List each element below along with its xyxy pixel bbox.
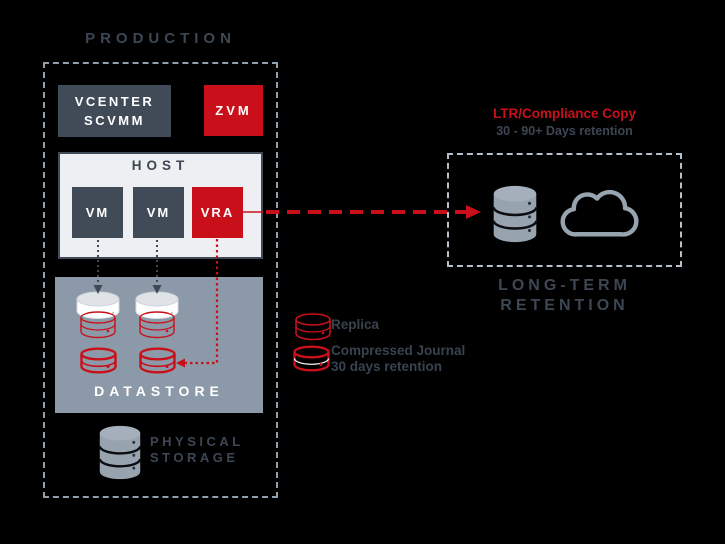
physical-storage-label: PHYSICAL STORAGE [150, 434, 244, 466]
vra-to-ltr-arrow [243, 205, 481, 219]
ltr-compliance-copy-title: LTR/Compliance Copy [492, 106, 636, 121]
host-title: HOST [131, 158, 190, 173]
vra-label: VRA [200, 205, 235, 220]
zvm-node: ZVM [204, 85, 263, 136]
datastore-title: DATASTORE [94, 383, 224, 399]
legend-journal-label: Compressed Journal 30 days retention [331, 343, 465, 375]
scvmm-label: SCVMM [84, 113, 145, 128]
production-title: PRODUCTION [85, 30, 236, 47]
database-stack-icon [98, 425, 142, 480]
replica-cylinder-icon [139, 311, 175, 339]
journal-cylinder-icon [139, 347, 176, 374]
vm-node-1: VM [72, 187, 123, 238]
journal-cylinder-icon [293, 345, 330, 372]
ltr-title-line1: LONG-TERM [498, 277, 631, 294]
legend-journal-line2: 30 days retention [331, 359, 443, 374]
replica-cylinder-icon [295, 313, 331, 341]
vcenter-scvmm-node: VCENTER SCVMM [58, 85, 171, 137]
vm2-label: VM [146, 205, 171, 220]
physical-storage-line1: PHYSICAL [150, 434, 244, 449]
long-term-retention-title: LONG-TERM RETENTION [447, 276, 682, 316]
journal-cylinder-icon [80, 347, 117, 374]
vcenter-label: VCENTER [74, 94, 155, 109]
database-stack-icon [492, 185, 538, 243]
zvm-label: ZVM [215, 103, 252, 118]
legend-journal-line1: Compressed Journal [331, 343, 466, 358]
replica-cylinder-icon [80, 311, 116, 339]
vra-node: VRA [192, 187, 243, 238]
production-box [43, 62, 278, 498]
physical-storage-line2: STORAGE [150, 450, 239, 465]
vm-node-2: VM [133, 187, 184, 238]
vm1-label: VM [85, 205, 110, 220]
cloud-icon [560, 189, 639, 237]
legend-replica-label: Replica [331, 317, 380, 332]
ltr-retention-subtitle: 30 - 90+ Days retention [496, 124, 633, 138]
ltr-title-line2: RETENTION [500, 297, 629, 314]
